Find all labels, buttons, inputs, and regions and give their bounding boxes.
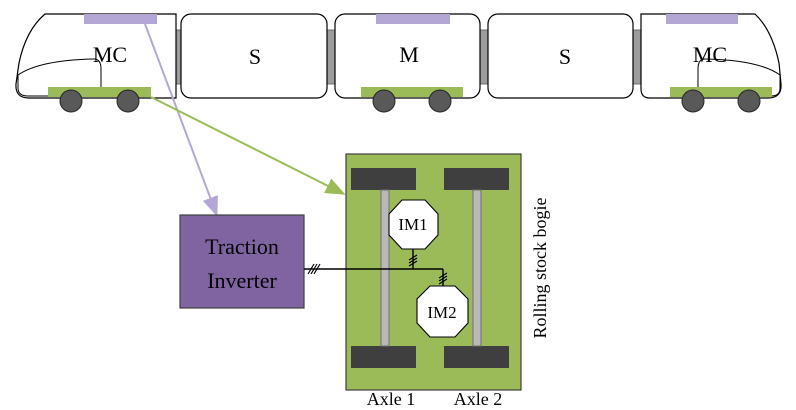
traction-inverter-box xyxy=(179,214,305,309)
car-2-body xyxy=(180,13,328,99)
green-arrow xyxy=(150,96,346,195)
axle-1-shaft xyxy=(380,189,390,347)
wheel-5b xyxy=(737,89,761,113)
coupler-2 xyxy=(326,29,336,85)
axle-1-label: Axle 1 xyxy=(367,389,416,409)
purple-arrow xyxy=(144,23,218,217)
im1-phase-mark-1 xyxy=(408,254,418,261)
coupler-4 xyxy=(632,29,642,85)
im2-phase-mark-1 xyxy=(438,272,448,279)
motor-im2-label: IM2 xyxy=(427,303,456,322)
wheelset-bottom-right xyxy=(444,346,509,368)
phase-mark-1 xyxy=(307,263,315,275)
motor-im1-label: IM1 xyxy=(398,215,427,234)
bogie-bar-3 xyxy=(361,87,463,97)
bogie-bar-1 xyxy=(48,87,151,97)
coupler-3 xyxy=(479,29,489,85)
car-4: S xyxy=(487,13,634,99)
inverter-motor-wiring xyxy=(304,249,448,286)
wheel-1b xyxy=(116,89,140,113)
phase-mark-2 xyxy=(310,263,318,275)
wheel-3b xyxy=(428,89,452,113)
motor-im2-shape xyxy=(416,285,469,338)
im2-phase-mark-2 xyxy=(438,275,448,282)
im1-phase-mark-3 xyxy=(408,260,418,267)
rolling-stock-bogie-label: Rolling stock bogie xyxy=(530,197,550,338)
axle-2-shaft xyxy=(472,189,482,347)
car-1-label: MC xyxy=(93,42,127,67)
wheelset-top-left xyxy=(351,168,416,190)
wheelset-bottom-left xyxy=(351,346,416,368)
traction-inverter-line2: Inverter xyxy=(207,268,277,293)
pantograph-bar-1 xyxy=(84,14,157,24)
car-5: MC xyxy=(640,13,782,113)
im1-phase-mark-2 xyxy=(408,257,418,264)
car-3-label: M xyxy=(399,42,419,67)
car-3: M xyxy=(334,13,481,113)
car-2-label: S xyxy=(249,44,261,69)
wheel-3a xyxy=(372,89,396,113)
bogie-bar-5 xyxy=(670,87,772,97)
pantograph-bar-3 xyxy=(376,14,450,24)
car-1: MC xyxy=(15,13,177,113)
traction-inverter-line1: Traction xyxy=(205,234,279,259)
phase-mark-3 xyxy=(313,263,321,275)
wheelset-top-right xyxy=(444,168,509,190)
traction-inverter: Traction Inverter xyxy=(179,214,305,309)
wheel-5a xyxy=(681,89,705,113)
car-5-label: MC xyxy=(693,42,727,67)
bogie-diagram: IM1 IM2 Axle 1 Axle 2 xyxy=(345,153,522,409)
car-4-label: S xyxy=(559,44,571,69)
wheel-1a xyxy=(59,89,83,113)
car-4-body xyxy=(487,13,634,99)
axle-2-label: Axle 2 xyxy=(454,389,503,409)
car-2: S xyxy=(180,13,328,99)
pantograph-bar-5 xyxy=(666,14,738,24)
im2-phase-mark-3 xyxy=(438,278,448,285)
motor-im1-shape xyxy=(388,199,439,250)
